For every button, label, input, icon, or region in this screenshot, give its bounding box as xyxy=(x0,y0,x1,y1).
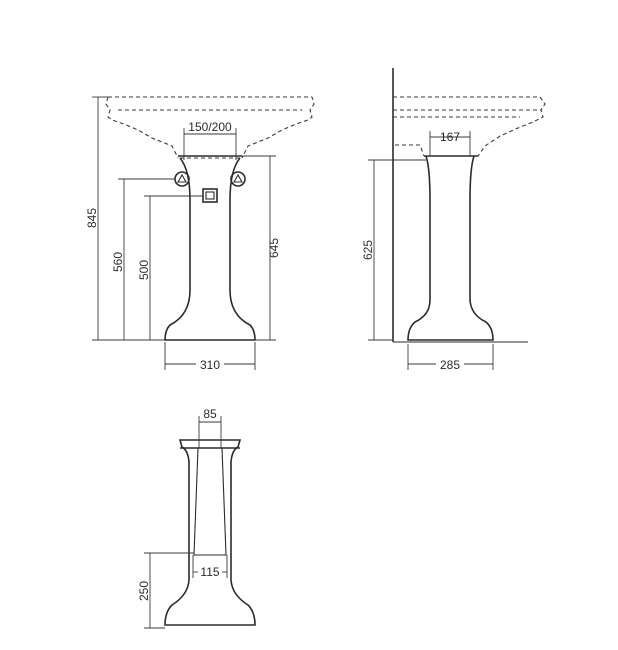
front-pedestal xyxy=(164,157,256,341)
front-base-width-label: 310 xyxy=(200,358,220,372)
side-top-width-label: 167 xyxy=(440,130,460,144)
front-pedestal-height-label: 645 xyxy=(267,238,281,258)
pedestal-inner-opening xyxy=(193,447,227,556)
pedestal-inner-width-label: 115 xyxy=(200,565,219,579)
waste-outlet-icon xyxy=(202,188,218,203)
side-pedestal-height-label: 625 xyxy=(361,240,375,260)
pedestal-top-width-label: 85 xyxy=(203,407,217,421)
side-base-depth-label: 285 xyxy=(440,358,460,372)
front-tap-spacing-label: 150/200 xyxy=(188,120,232,134)
front-view: 150/200 845 560 500 645 310 xyxy=(85,96,315,372)
front-supply-height-label: 500 xyxy=(137,260,151,280)
front-waste-height-label: 560 xyxy=(111,252,125,272)
right-tap-valve-icon xyxy=(230,171,246,187)
pedestal-opening-height-label: 250 xyxy=(137,581,151,601)
front-basin-outline xyxy=(105,96,315,159)
side-view: 167 625 285 xyxy=(361,68,546,372)
side-basin-outline xyxy=(393,96,546,157)
pedestal-view: 85 115 250 xyxy=(137,407,256,629)
front-total-height-label: 845 xyxy=(85,208,99,228)
side-pedestal xyxy=(407,155,494,341)
pedestal-outer xyxy=(164,439,256,626)
